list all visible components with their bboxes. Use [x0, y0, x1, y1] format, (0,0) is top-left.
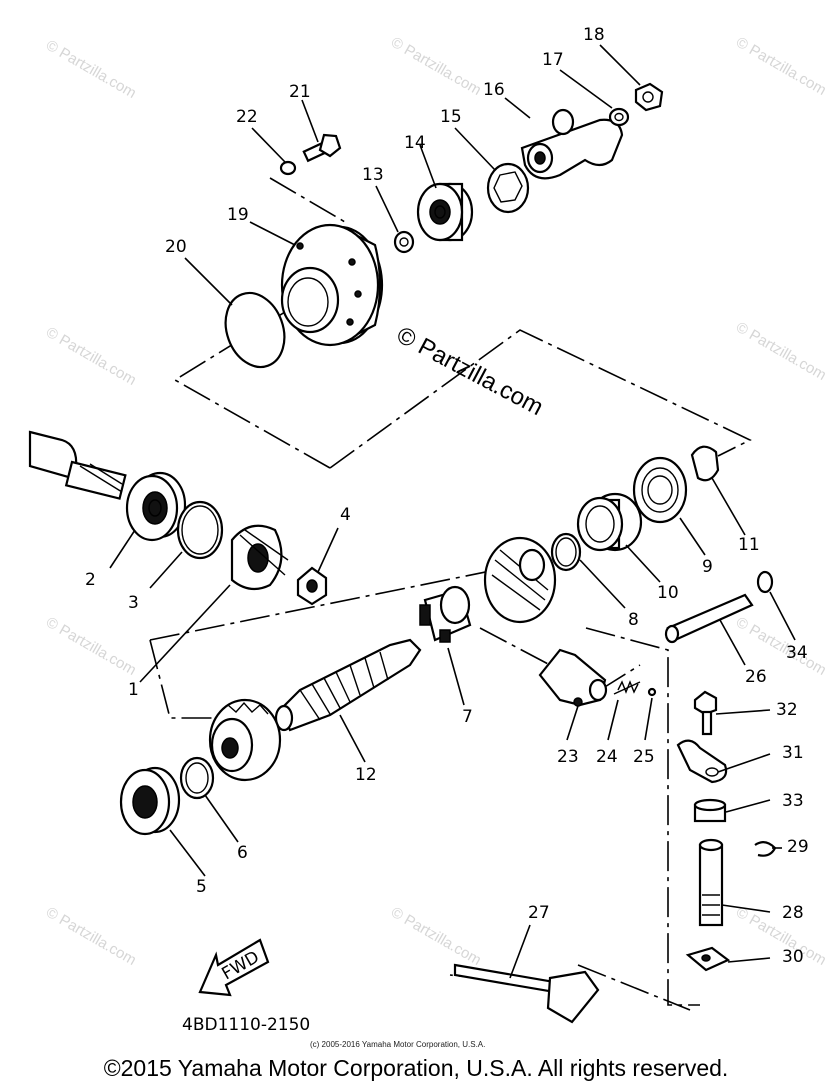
part-6-shim: [179, 756, 215, 800]
part-5-bearing: [119, 766, 181, 836]
part-19-housing: [280, 223, 384, 347]
watermark: © Partzilla.com: [43, 324, 139, 389]
part-32-bolt: [693, 690, 718, 736]
watermark: © Partzilla.com: [733, 34, 829, 99]
watermark: © Partzilla.com: [388, 904, 484, 969]
callout-5: 5: [196, 877, 207, 897]
part-16-yoke: [520, 108, 624, 180]
callout-6: 6: [237, 843, 248, 863]
watermark: © Partzilla.com: [43, 904, 139, 969]
part-21-bolt: [302, 133, 342, 163]
watermark: © Partzilla.com: [388, 34, 484, 99]
callout-22: 22: [236, 107, 258, 127]
callout-11: 11: [738, 535, 760, 555]
callout-10: 10: [657, 583, 679, 603]
part-28-shaft: [698, 838, 724, 927]
part-30-plate: [685, 946, 731, 972]
callout-25: 25: [633, 747, 655, 767]
part-4-nut: [296, 566, 328, 606]
part-26-shaft: [664, 593, 754, 644]
callout-29: 29: [787, 837, 809, 857]
leader-lines: [109, 44, 796, 979]
part-29-clip: [754, 841, 777, 857]
part-14-bearing: [416, 182, 474, 242]
callout-2: 2: [85, 570, 96, 590]
part-9-oil-seal: [632, 456, 688, 524]
part-24-spring: [613, 680, 641, 695]
output-shaft: [28, 430, 127, 500]
watermark: © Partzilla.com: [43, 37, 139, 102]
part-18-nut: [634, 82, 664, 112]
part-8-oring: [550, 532, 582, 572]
part-25-ball: [647, 687, 657, 697]
part-34-oring: [756, 570, 774, 594]
callout-33: 33: [782, 791, 804, 811]
callout-18: 18: [583, 25, 605, 45]
callout-26: 26: [745, 667, 767, 687]
part-13-washer: [393, 230, 415, 254]
callout-30: 30: [782, 947, 804, 967]
part-33-cap: [693, 798, 727, 823]
watermark: © Partzilla.com: [733, 319, 829, 384]
part-2-bearing: [125, 471, 187, 542]
callout-34: 34: [786, 643, 808, 663]
copyright-notice: ©2015 Yamaha Motor Corporation, U.S.A. A…: [103, 1055, 729, 1081]
part-27-shift-shaft: [453, 963, 600, 1024]
callout-31: 31: [782, 743, 804, 763]
part-3-oring: [176, 500, 224, 560]
bevel-gear-upper: [483, 536, 557, 624]
callout-23: 23: [557, 747, 579, 767]
part-20-gasket: [224, 291, 286, 369]
callout-27: 27: [528, 903, 550, 923]
part-11-circlip: [690, 445, 720, 482]
part-23-lever: [538, 648, 608, 707]
callout-8: 8: [628, 610, 639, 630]
part-15-collar: [486, 162, 530, 214]
callout-17: 17: [542, 50, 564, 70]
callout-20: 20: [165, 237, 187, 257]
assembly-lines: [149, 177, 752, 1011]
callout-1: 1: [128, 680, 139, 700]
part-1-ring-gear: [230, 524, 289, 591]
pinion-gear: [208, 698, 282, 782]
callout-14: 14: [404, 133, 426, 153]
callout-4: 4: [340, 505, 351, 525]
part-12-pinion-shaft: [274, 638, 422, 732]
callouts: 1 2 3 4 5 6 7 8 9 10 11 12 13 14 15 16 1…: [85, 25, 809, 967]
callout-24: 24: [596, 747, 618, 767]
diagram-code: 4BD1110-2150: [182, 1015, 310, 1035]
callout-3: 3: [128, 593, 139, 613]
callout-7: 7: [462, 707, 473, 727]
part-10-collar: [576, 492, 643, 552]
watermark: © Partzilla.com: [43, 614, 139, 679]
part-31-lever: [676, 739, 728, 784]
callout-15: 15: [440, 107, 462, 127]
callout-9: 9: [702, 557, 713, 577]
callout-19: 19: [227, 205, 249, 225]
callout-16: 16: [483, 80, 505, 100]
callout-21: 21: [289, 82, 311, 102]
small-copyright: (c) 2005-2016 Yamaha Motor Corporation, …: [310, 1040, 486, 1049]
callout-32: 32: [776, 700, 798, 720]
callout-13: 13: [362, 165, 384, 185]
part-17-washer: [608, 107, 630, 127]
part-22-washer: [279, 160, 297, 176]
fwd-arrow: FWD: [198, 938, 270, 997]
callout-28: 28: [782, 903, 804, 923]
part-7-coupling: [419, 585, 472, 643]
callout-12: 12: [355, 765, 377, 785]
